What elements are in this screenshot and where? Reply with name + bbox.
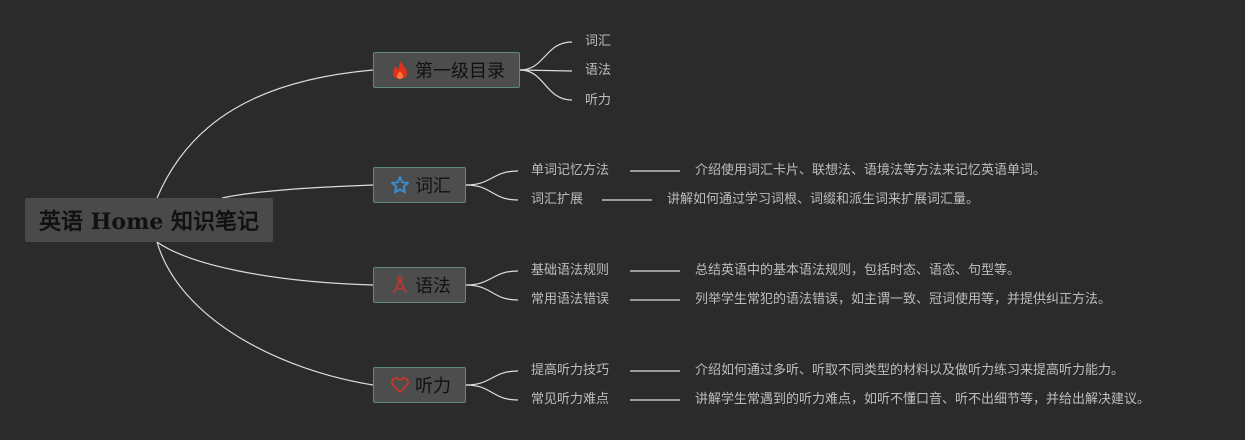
branch-topic-vocabulary[interactable]: 词汇 bbox=[373, 167, 466, 203]
leaf-note: 列举学生常犯的语法错误，如主谓一致、冠词使用等，并提供纠正方法。 bbox=[695, 292, 1112, 307]
branch-topic-label: 词汇 bbox=[415, 176, 451, 197]
branch-topic-contents[interactable]: 第一级目录 bbox=[373, 52, 520, 88]
branch-topic-label: 听力 bbox=[415, 376, 451, 397]
branch-topic-listening[interactable]: 听力 bbox=[373, 367, 466, 403]
leaf-topic[interactable]: 听力 bbox=[585, 93, 612, 108]
leaf-topic[interactable]: 词汇扩展 bbox=[531, 192, 584, 207]
link-root-branch-2 bbox=[156, 241, 374, 286]
branch-topic-label: 语法 bbox=[415, 276, 451, 297]
leaf-note: 讲解学生常遇到的听力难点，如听不懂口音、听不出细节等，并给出解决建议。 bbox=[695, 392, 1151, 407]
leaf-note: 介绍如何通过多听、听取不同类型的材料以及做听力练习来提高听力能力。 bbox=[695, 363, 1125, 378]
link-b3-c1 bbox=[465, 384, 519, 401]
star-icon bbox=[390, 175, 410, 195]
link-b2-c0 bbox=[465, 270, 519, 286]
heart-icon bbox=[390, 375, 410, 395]
leaf-note: 介绍使用词汇卡片、联想法、语境法等方法来记忆英语单词。 bbox=[695, 163, 1047, 178]
leaf-topic[interactable]: 常用语法错误 bbox=[531, 292, 610, 307]
leaf-note: 总结英语中的基本语法规则，包括时态、语态、句型等。 bbox=[695, 263, 1021, 278]
link-root-branch-0 bbox=[156, 69, 374, 199]
leaf-topic[interactable]: 语法 bbox=[585, 63, 612, 78]
link-b1-c0 bbox=[465, 170, 519, 186]
leaf-topic[interactable]: 单词记忆方法 bbox=[531, 163, 610, 178]
link-b0-c0 bbox=[519, 41, 573, 71]
link-root-branch-1 bbox=[221, 184, 374, 199]
link-root-branch-3 bbox=[156, 241, 374, 386]
leaf-topic[interactable]: 常见听力难点 bbox=[531, 392, 610, 407]
fire-icon bbox=[390, 60, 410, 80]
leaf-note: 讲解如何通过学习词根、词缀和派生词来扩展词汇量。 bbox=[667, 192, 980, 207]
branch-topic-grammar[interactable]: 语法 bbox=[373, 267, 466, 303]
root-topic[interactable]: 英语 Home 知识笔记 bbox=[25, 198, 273, 242]
link-b2-c1 bbox=[465, 284, 519, 301]
link-b3-c0 bbox=[465, 370, 519, 386]
leaf-topic[interactable]: 词汇 bbox=[585, 34, 612, 49]
branch-topic-label: 第一级目录 bbox=[415, 61, 505, 82]
grammar-icon bbox=[390, 275, 410, 295]
link-b0-c2 bbox=[519, 69, 573, 101]
leaf-topic[interactable]: 提高听力技巧 bbox=[531, 363, 610, 378]
link-b0-c1 bbox=[519, 69, 573, 72]
leaf-topic[interactable]: 基础语法规则 bbox=[531, 263, 610, 278]
root-topic-label: 英语 Home 知识笔记 bbox=[38, 209, 260, 235]
link-b1-c1 bbox=[465, 184, 519, 201]
